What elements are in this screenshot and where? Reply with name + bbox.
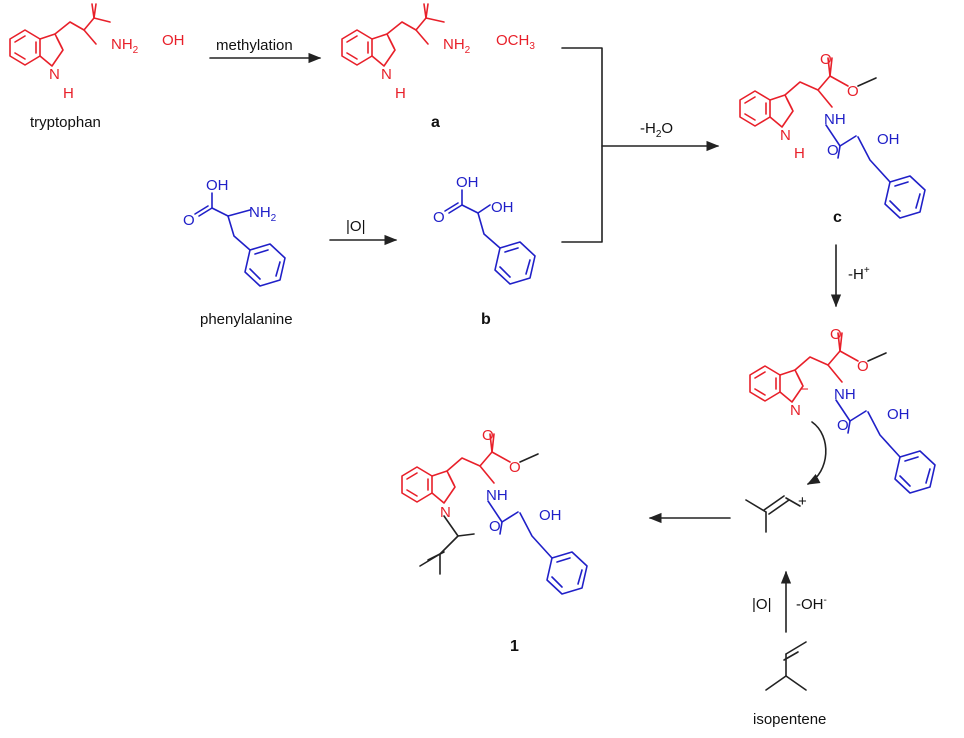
phe-oh-label: OH bbox=[206, 177, 229, 194]
a-n-label: N bbox=[381, 66, 392, 83]
hydroxide-label: -OH- bbox=[796, 595, 827, 613]
isopentene-structure bbox=[765, 641, 807, 691]
anion-nh-label: NH bbox=[834, 386, 856, 403]
dehydration-label: -H2O bbox=[640, 120, 673, 140]
c-oh-label: OH bbox=[877, 131, 900, 148]
anion-charge-label: − bbox=[800, 381, 809, 398]
a-och3-label: OCH3 bbox=[496, 32, 535, 52]
anion-o2-label: O bbox=[857, 358, 869, 375]
p1-o-label: O bbox=[482, 427, 494, 444]
anion-o-label: O bbox=[830, 326, 842, 343]
product-1-label: 1 bbox=[510, 638, 519, 655]
cation-charge-label: + bbox=[798, 493, 807, 510]
cation-structure: + bbox=[745, 493, 807, 533]
compound-b-structure: OH OH O bbox=[433, 174, 536, 285]
condensation-bracket bbox=[561, 47, 603, 243]
compound-c-structure: O O NH O OH N H bbox=[739, 51, 926, 219]
tryptophan-label: tryptophan bbox=[30, 114, 101, 131]
c-h-label: H bbox=[794, 145, 805, 162]
compound-b-label: b bbox=[481, 311, 491, 328]
phenylalanine-label: phenylalanine bbox=[200, 311, 293, 328]
b-oh-acid-label: OH bbox=[456, 174, 479, 191]
compound-a-label: a bbox=[431, 114, 440, 131]
product-1-structure: O O NH O OH N bbox=[401, 427, 588, 595]
b-oh-label: OH bbox=[491, 199, 514, 216]
anion-structure: O O NH O OH N − bbox=[749, 326, 936, 494]
p1-o-amide-label: O bbox=[489, 518, 501, 535]
a-h-label: H bbox=[395, 85, 406, 102]
c-n-label: N bbox=[780, 127, 791, 144]
a-nh2-label: NH2 bbox=[443, 36, 471, 56]
compound-a-structure: NH2 OCH3 N H bbox=[341, 3, 535, 102]
oxidation-label-iso: |O| bbox=[752, 596, 771, 613]
isopentene-label: isopentene bbox=[753, 711, 826, 728]
p1-oh-label: OH bbox=[539, 507, 562, 524]
p1-nh-label: NH bbox=[486, 487, 508, 504]
p1-n-label: N bbox=[440, 504, 451, 521]
nh-h-label: H bbox=[63, 85, 74, 102]
b-o-label: O bbox=[433, 209, 445, 226]
c-o-label: O bbox=[820, 51, 832, 68]
methylation-label: methylation bbox=[216, 37, 293, 54]
c-nh-label: NH bbox=[824, 111, 846, 128]
phenylalanine-structure: OH NH2 O bbox=[183, 177, 286, 287]
anion-n-label: N bbox=[790, 402, 801, 419]
p1-o2-label: O bbox=[509, 459, 521, 476]
nh2-label: NH2 bbox=[111, 36, 139, 56]
oxidation-label-b: |O| bbox=[346, 218, 365, 235]
compound-c-label: c bbox=[833, 209, 842, 226]
phe-nh2-label: NH2 bbox=[249, 204, 277, 224]
c-o2-label: O bbox=[847, 83, 859, 100]
nh-n-label: N bbox=[49, 66, 60, 83]
anion-o-amide-label: O bbox=[837, 417, 849, 434]
tryptophan-structure: NH2 OH N H bbox=[9, 3, 185, 102]
anion-oh-label: OH bbox=[887, 406, 910, 423]
deprotonation-label: -H+ bbox=[848, 265, 870, 283]
nucleophilic-attack-arrow bbox=[806, 421, 827, 485]
c-o-amide-label: O bbox=[827, 142, 839, 159]
phe-o-label: O bbox=[183, 212, 195, 229]
oh-label: OH bbox=[162, 32, 185, 49]
